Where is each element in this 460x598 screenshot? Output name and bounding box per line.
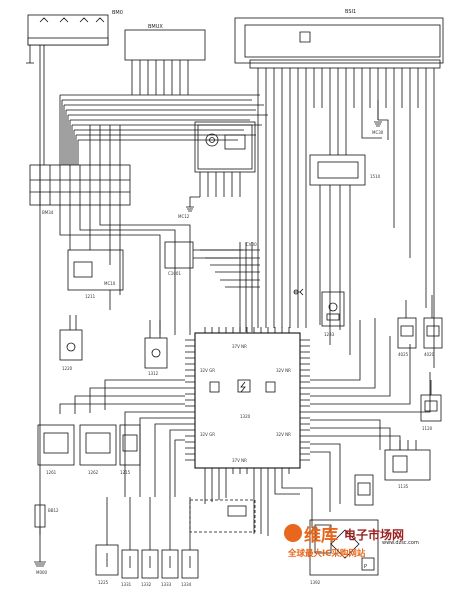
component-1135 [384,449,431,481]
component-4025 [397,317,417,349]
component-right-lower [354,474,374,506]
label-1333: 1333 [161,582,172,587]
watermark-cn-main: 维库 [304,525,338,546]
box-c1001 [164,241,194,269]
label-1233: 1233 [324,332,335,337]
component-1262 [79,424,117,466]
label-1211: 1211 [85,294,96,299]
watermark: 维库 电子市场网 www.dzsc.com 全球最大IC采购网站 [284,524,419,559]
label-bsi: BSI1 [345,9,356,15]
watermark-cn-sub: 电子市场网 [344,527,404,542]
watermark-logo-icon [284,524,302,542]
label-v32-left: 32V GR [200,368,215,373]
label-1332: 1332 [141,582,152,587]
component-1220 [59,329,83,361]
watermark-url: www.dzsc.com [382,540,419,546]
component-1233 [321,291,345,327]
label-v32-right: 32V NR [276,368,291,373]
component-1211 [67,249,124,291]
label-v37-top: 37V NR [232,344,247,349]
label-bm-top: BM0 [112,10,123,16]
label-1334: 1334 [181,582,192,587]
label-bb12: BB12 [48,508,59,513]
label-v32-left2: 32V GR [200,432,215,437]
ecu-symbol-left [209,381,220,393]
label-m000: M000 [36,570,48,575]
label-bm34: BM34 [42,210,54,215]
label-1220: 1220 [62,366,73,371]
label-c1001: C1001 [168,271,181,276]
label-1331: 1331 [121,582,132,587]
ecu-1320 [194,332,301,469]
label-cv00: CV00 [246,242,257,247]
label-1215: 1215 [120,470,131,475]
component-1261 [37,424,75,466]
label-1225: 1225 [98,580,109,585]
component-1215 [119,424,141,466]
label-bmux: BMUX [148,24,163,30]
connector-box-bmux [124,29,206,61]
label-ecu: 1320 [240,414,251,419]
label-1120: 1120 [422,426,433,431]
label-4025: 4025 [398,352,409,357]
label-v32-right2: 32V NR [276,432,291,437]
ecu-symbol-bolt [237,379,251,393]
sensor-module [194,121,256,173]
component-4020 [423,317,443,349]
component-1312 [144,337,168,369]
label-mc10: MC10 [104,281,116,286]
label-1261: 1261 [46,470,57,475]
label-1504: 1510 [370,174,381,179]
label-4020: 4020 [424,352,435,357]
label-1312: 1312 [148,371,159,376]
label-v37-bottom: 37V NR [232,458,247,463]
label-1135: 1135 [398,484,409,489]
label-mc30: MC30 [372,130,384,135]
bsi-unit [234,17,444,64]
label-p: P [364,564,367,570]
label-1262: 1262 [88,470,99,475]
ecu-symbol-right [265,381,276,393]
relay-1504 [309,154,366,186]
label-1392: 1392 [310,580,321,585]
watermark-slogan: 全球最大IC采购网站 [287,548,366,559]
component-1392 [309,519,379,576]
label-mc12: MC12 [178,214,190,219]
